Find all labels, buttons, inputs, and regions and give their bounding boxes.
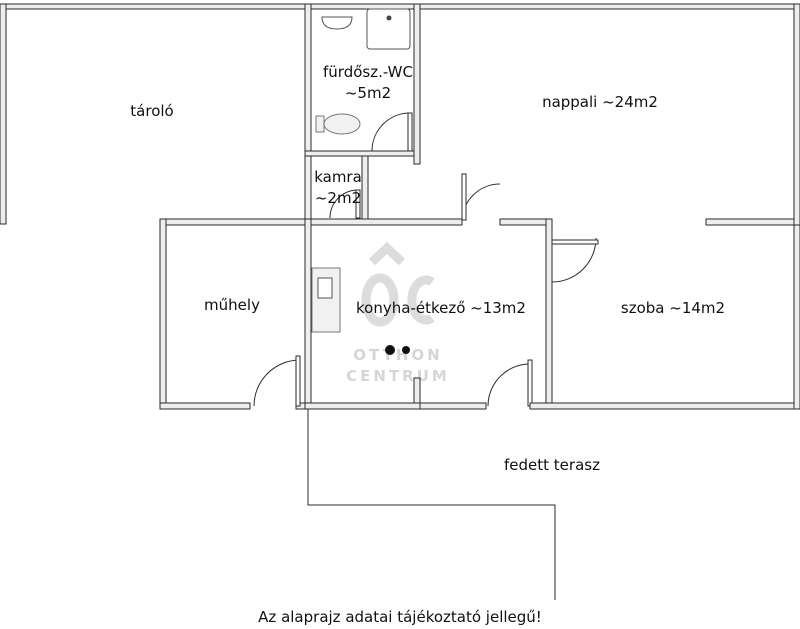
floor-plan: OTTHON CENTRUM bbox=[0, 3, 800, 600]
watermark: OTTHON CENTRUM bbox=[346, 241, 450, 385]
label-living: nappali ~24m2 bbox=[542, 93, 658, 111]
room-bottom-wall bbox=[529, 402, 800, 410]
watermark-logo-roof-icon bbox=[368, 241, 406, 266]
kitchen-left-wall bbox=[304, 218, 312, 410]
living-left-wall-lower bbox=[413, 3, 421, 165]
kitchen-bottom-wall-right bbox=[419, 402, 487, 410]
pantry-left-wall bbox=[304, 155, 312, 225]
label-workshop: műhely bbox=[204, 296, 260, 314]
middle-wall-center bbox=[499, 218, 553, 226]
label-pantry: kamra bbox=[314, 168, 362, 186]
kitchen-walls bbox=[304, 218, 533, 410]
label-storage: tároló bbox=[130, 102, 173, 120]
room-left-wall bbox=[545, 218, 553, 410]
label-room: szoba ~14m2 bbox=[621, 299, 725, 317]
label-pantry-area: ~2m2 bbox=[315, 189, 361, 207]
label-terrace: fedett terasz bbox=[504, 456, 600, 474]
shower-drain-icon bbox=[386, 15, 392, 21]
washbasin-icon bbox=[321, 16, 353, 30]
living-walls bbox=[413, 3, 800, 165]
watermark-logo-o-icon bbox=[361, 273, 399, 327]
kitchen-bottom-wall bbox=[304, 402, 421, 410]
footnote: Az alaprajz adatai tájékoztató jellegű! bbox=[258, 608, 542, 626]
workshop-walls bbox=[159, 218, 313, 410]
workshop-door-leaf bbox=[295, 355, 301, 407]
shower-tray-icon bbox=[366, 8, 411, 50]
toilet-icon bbox=[323, 113, 361, 135]
label-bathroom: fürdősz.-WC bbox=[323, 63, 413, 81]
stove-burner-icon bbox=[402, 346, 410, 354]
stove-burner-icon bbox=[385, 345, 395, 355]
bathroom-top-wall bbox=[304, 3, 421, 10]
watermark-logo-c-icon bbox=[407, 275, 435, 325]
storage-left-wall bbox=[0, 3, 7, 225]
bathroom-door-leaf bbox=[407, 112, 413, 152]
living-door-leaf bbox=[461, 173, 467, 221]
pantry-door-swing bbox=[329, 189, 359, 219]
toilet-tank-icon bbox=[315, 115, 325, 133]
terrace-outline-lines bbox=[307, 408, 556, 600]
kitchen-door-leaf bbox=[527, 359, 533, 407]
room-walls bbox=[529, 218, 800, 410]
bathroom-left-wall bbox=[304, 3, 312, 157]
room-door-leaf bbox=[551, 239, 599, 245]
workshop-left-wall bbox=[159, 218, 167, 410]
living-top-wall bbox=[419, 3, 800, 10]
label-kitchen: konyha-étkező ~13m2 bbox=[356, 299, 526, 317]
bathroom-bottom-wall bbox=[304, 150, 421, 157]
workshop-door-swing bbox=[253, 359, 301, 407]
room-right-wall bbox=[793, 218, 800, 410]
middle-wall bbox=[159, 173, 800, 226]
label-bathroom-area: ~5m2 bbox=[345, 84, 391, 102]
bathroom-door-swing bbox=[371, 112, 411, 152]
pantry-right-wall bbox=[361, 155, 369, 225]
watermark-line1: OTTHON bbox=[353, 346, 442, 364]
kitchen-door-swing bbox=[487, 363, 531, 407]
watermark-line2: CENTRUM bbox=[346, 367, 450, 385]
terrace-outline bbox=[307, 408, 556, 600]
pantry-door-leaf bbox=[355, 189, 361, 219]
storage-top-wall bbox=[0, 3, 306, 10]
room-door-swing bbox=[551, 237, 597, 283]
workshop-bottom-wall bbox=[159, 402, 251, 410]
middle-wall-right bbox=[705, 218, 800, 226]
living-door-swing bbox=[461, 183, 501, 223]
sink-bowl-icon bbox=[317, 277, 333, 299]
living-right-wall bbox=[793, 3, 800, 226]
